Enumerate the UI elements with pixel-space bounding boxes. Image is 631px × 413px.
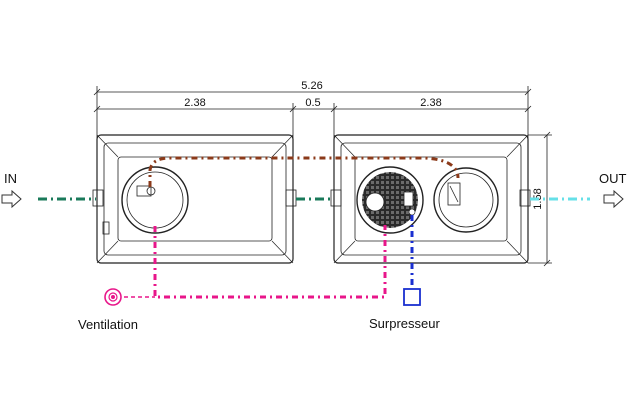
outlet-arrow-icon <box>603 189 624 209</box>
inlet-arrow-icon <box>1 189 22 209</box>
outlet-label: OUT <box>599 171 627 186</box>
dim-gap: 0.5 <box>305 97 320 109</box>
dim-left-tank: 2.38 <box>184 97 205 109</box>
blower-icon <box>403 288 421 306</box>
dim-right-tank: 2.38 <box>420 97 441 109</box>
inlet-label: IN <box>4 171 17 186</box>
surpresseur-label: Surpresseur <box>369 316 440 331</box>
dim-total: 5.26 <box>301 80 322 92</box>
recirculation-pipe <box>148 156 460 187</box>
ventilation-cap-icon <box>104 288 122 306</box>
right-tank <box>285 134 531 264</box>
aeration-manhole <box>356 166 424 234</box>
ventilation-label: Ventilation <box>78 317 138 332</box>
ventilation-pipe <box>153 225 387 299</box>
dimension-lines <box>93 86 552 267</box>
left-tank <box>92 134 294 264</box>
